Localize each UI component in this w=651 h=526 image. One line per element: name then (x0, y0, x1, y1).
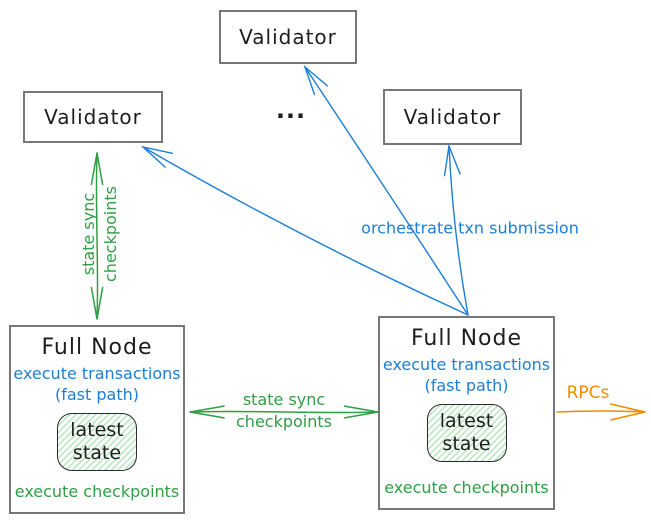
full-node-right-exec-line2: (fast path) (424, 375, 509, 395)
validator-top-node: Validator (219, 10, 357, 64)
latest-state-line2: state (72, 441, 122, 464)
edge-label-state-sync-left: state sync checkpoints (78, 186, 122, 282)
edge-label-state-sync-left-line2: checkpoints (101, 186, 120, 282)
edge-label-state-sync-left-line1: state sync (79, 192, 98, 276)
full-node-left-exec: execute transactions (fast path) (13, 364, 180, 406)
edge-label-state-sync-center-line1: state sync (242, 390, 326, 409)
full-node-right-footer: execute checkpoints (384, 478, 549, 497)
edge-label-rpcs: RPCs (566, 383, 610, 403)
validator-right-node: Validator (383, 89, 522, 145)
validator-left-node: Validator (23, 91, 163, 143)
validator-top-label: Validator (239, 25, 337, 49)
latest-state-line2: state (442, 432, 491, 455)
full-node-left-latest-state: latest state (57, 412, 137, 471)
full-node-left-footer: execute checkpoints (14, 482, 180, 501)
validator-left-label: Validator (44, 105, 142, 129)
edge-rpcs-arrow (556, 403, 646, 421)
full-node-right-exec: execute transactions (fast path) (383, 355, 550, 397)
more-validators-ellipsis: ... (275, 96, 307, 124)
edge-label-orchestrate-txn: orchestrate txn submission (361, 218, 579, 238)
validator-right-label: Validator (403, 105, 502, 129)
full-node-right-exec-line1: execute transactions (382, 355, 551, 375)
full-node-left: Full Node execute transactions (fast pat… (9, 325, 185, 514)
full-node-left-title: Full Node (41, 335, 153, 360)
full-node-right-latest-state: latest state (426, 403, 507, 462)
full-node-right-title: Full Node (410, 326, 523, 351)
full-node-left-exec-line1: execute transactions (13, 364, 181, 384)
latest-state-line1: latest (70, 418, 124, 441)
full-node-right: Full Node execute transactions (fast pat… (378, 316, 555, 510)
edge-label-state-sync-center: state sync checkpoints (236, 389, 332, 433)
latest-state-line1: latest (439, 409, 494, 432)
edge-label-state-sync-center-line2: checkpoints (236, 412, 332, 431)
full-node-left-exec-line2: (fast path) (55, 384, 139, 404)
